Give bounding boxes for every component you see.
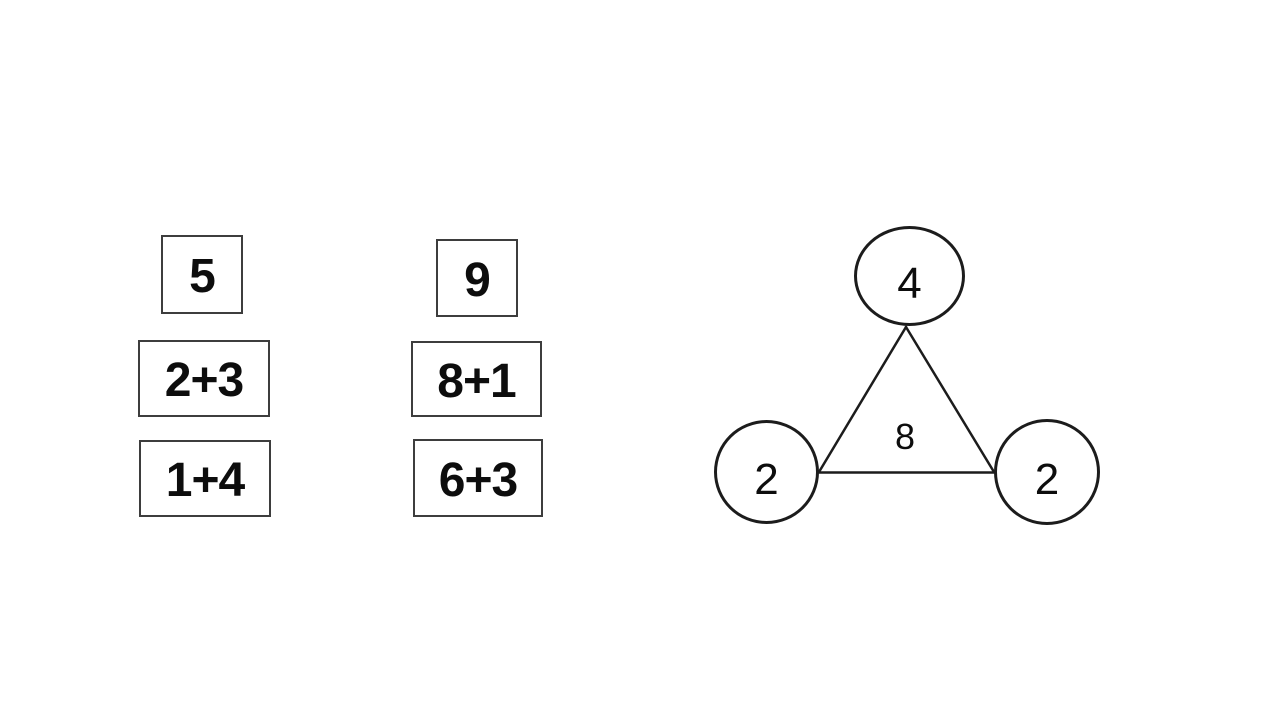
bottom-right-circle: 2 [994,419,1100,525]
expression-box-value: 8+1 [437,354,516,408]
top-circle-value: 4 [897,259,922,308]
expression-box-value: 1+4 [165,454,245,507]
target-box-middle[interactable]: 9 [436,239,518,317]
bottom-left-circle: 2 [714,420,819,524]
expression-box-value: 6+3 [438,453,518,507]
expression-box-middle-2[interactable]: 6+3 [413,439,543,517]
target-box-value: 9 [464,253,491,307]
target-box-value: 5 [189,250,216,303]
bottom-right-circle-value: 2 [1034,455,1060,504]
expression-box-left-2[interactable]: 1+4 [139,440,271,517]
expression-box-middle-1[interactable]: 8+1 [411,341,542,417]
bottom-left-circle-value: 2 [754,455,779,504]
expression-box-value: 2+3 [164,354,244,407]
target-box-left[interactable]: 5 [161,235,243,314]
center-sum-label: 8 [894,416,916,457]
expression-box-left-1[interactable]: 2+3 [138,340,270,417]
top-circle: 4 [854,226,965,326]
